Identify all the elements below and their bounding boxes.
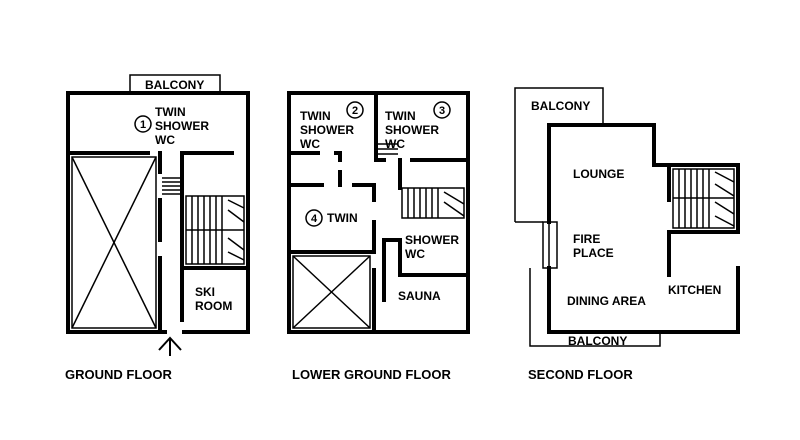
ground-void (71, 156, 157, 329)
second-balcony-top-label: BALCONY (531, 99, 590, 113)
lower-room3-label-3: WC (385, 137, 405, 151)
second-balcony-left (529, 268, 661, 347)
ground-floor-title: GROUND FLOOR (65, 367, 172, 382)
lower-room3-label-1: TWIN (385, 109, 416, 123)
ground-floor-plan: BALCONY (65, 74, 250, 382)
lower-room2-label-2: SHOWER (300, 123, 354, 137)
ground-balcony-label: BALCONY (145, 78, 204, 92)
ground-room1-label-1: TWIN (155, 105, 186, 119)
ground-steps (162, 177, 180, 195)
lower-room4-number-circle (305, 209, 323, 227)
ground-room1-label-2: SHOWER (155, 119, 209, 133)
second-floor-plan: BALCONY BALCONY LO (514, 87, 740, 382)
lower-right-bottom (372, 273, 470, 334)
lower-room2-number-circle (346, 101, 364, 119)
second-kitchen-label: KITCHEN (668, 283, 721, 297)
lower-shower-label-2: WC (405, 247, 425, 261)
lower-outer-wall (287, 91, 402, 334)
lower-shower-label-1: SHOWER (405, 233, 459, 247)
lower-room3-number-circle (433, 101, 451, 119)
second-lounge-label: LOUNGE (573, 167, 624, 181)
lower-room3-label-2: SHOWER (385, 123, 439, 137)
second-top-wall (547, 123, 740, 234)
lower-steps (378, 143, 398, 155)
lower-room4-label: TWIN (327, 211, 358, 225)
second-stairs (672, 168, 735, 229)
second-floor-title: SECOND FLOOR (528, 367, 633, 382)
lower-sauna-label: SAUNA (398, 289, 441, 303)
lower-room2-number: 2 (352, 105, 358, 117)
lower-ground-floor-title: LOWER GROUND FLOOR (292, 367, 451, 382)
lower-room3-number: 3 (439, 105, 445, 117)
second-balcony-bottom-label: BALCONY (568, 334, 627, 348)
ground-room1-number-circle (134, 115, 152, 133)
ground-room1-number: 1 (140, 119, 146, 131)
lower-stairs (401, 187, 465, 219)
lower-void (292, 255, 371, 329)
second-balcony-top (514, 87, 604, 222)
lower-ground-floor-plan: TWIN SHOWER WC 2 TWIN SHOWER WC 3 4 TWIN… (287, 91, 470, 382)
lower-room2-wall-b (334, 151, 342, 162)
lower-room4-number: 4 (311, 213, 318, 225)
ground-room1-label-3: WC (155, 133, 175, 147)
second-dining-label: DINING AREA (567, 294, 646, 308)
lower-room2-label-1: TWIN (300, 109, 331, 123)
second-fireplace-label-1: FIRE (573, 232, 600, 246)
fireplace (542, 221, 558, 269)
ground-outer-wall (66, 91, 250, 334)
entrance-arrow-icon (158, 336, 182, 356)
lower-room2-label-3: WC (300, 137, 320, 151)
ground-skiroom-label-1: SKI (195, 285, 215, 299)
second-fireplace-label-2: PLACE (573, 246, 614, 260)
ground-stairs (185, 195, 245, 265)
second-left-wall-bottom (547, 266, 740, 334)
ground-skiroom-label-2: ROOM (195, 299, 232, 313)
